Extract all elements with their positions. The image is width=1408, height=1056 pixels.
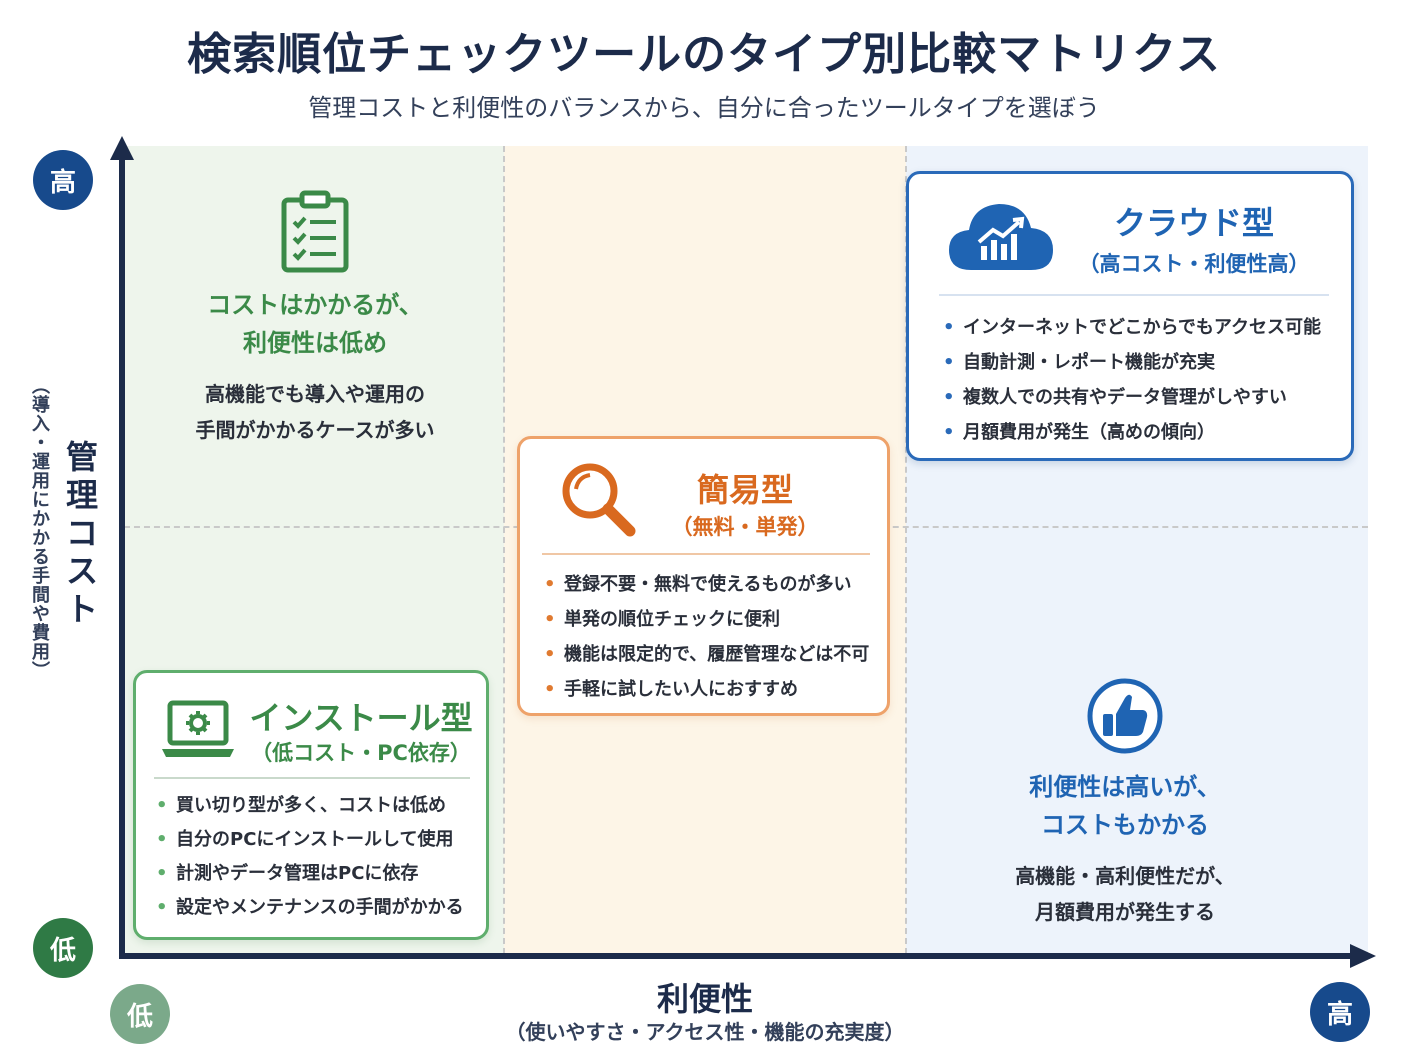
card-cloud-subtitle: （高コスト・利便性高）	[1078, 252, 1310, 276]
card-install-list: 買い切り型が多く、コストは低め 自分のPCにインストールして使用 計測やデータ管…	[154, 789, 464, 925]
divider-vertical-2	[905, 146, 907, 954]
y-axis-label-char: 管	[65, 438, 98, 476]
list-item: 計測やデータ管理はPCに依存	[154, 857, 464, 891]
y-axis-label-char: ト	[65, 590, 98, 628]
card-cloud: クラウド型 （高コスト・利便性高） インターネットでどこからでもアクセス可能 自…	[906, 171, 1354, 461]
card-simple-list: 登録不要・無料で使えるものが多い 単発の順位チェックに便利 機能は限定的で、履歴…	[542, 567, 869, 707]
list-item: 設定やメンテナンスの手間がかかる	[154, 891, 464, 925]
x-axis-arrow	[1350, 944, 1376, 968]
y-axis-arrow	[110, 136, 134, 160]
card-install-divider	[154, 777, 470, 779]
note-bottom-right-heading-line1: 利便性は高いが、	[1029, 773, 1221, 801]
note-bottom-right-heading-line2: コストもかかる	[1041, 811, 1209, 839]
y-axis-label-char: 理	[65, 476, 98, 514]
card-simple-title: 簡易型	[696, 471, 793, 509]
laptop-gear-icon	[162, 700, 234, 757]
x-axis-low-badge: 低	[110, 984, 170, 1044]
card-simple-subtitle: （無料・単発）	[671, 515, 819, 539]
divider-vertical-1	[503, 146, 505, 954]
card-cloud-title: クラウド型	[1113, 204, 1274, 242]
thumbs-up-icon	[1087, 678, 1163, 754]
card-simple: 簡易型 （無料・単発） 登録不要・無料で使えるものが多い 単発の順位チェックに便…	[517, 436, 890, 716]
list-item: 複数人での共有やデータ管理がしやすい	[941, 380, 1321, 415]
y-axis-sublabel: （導入・運用にかかる手間や費用）	[29, 376, 50, 680]
x-axis-line	[119, 953, 1351, 959]
card-install-title: インストール型	[249, 699, 473, 737]
x-axis-high-badge: 高	[1310, 982, 1370, 1042]
y-axis-line	[119, 158, 125, 958]
cloud-chart-icon	[949, 204, 1053, 270]
note-bottom-right-body: 高機能・高利便性だが、 月額費用が発生する	[960, 858, 1290, 930]
card-install: インストール型 （低コスト・PC依存） 買い切り型が多く、コストは低め 自分のP…	[133, 670, 489, 940]
note-top-left-heading-line2: 利便性は低め	[243, 329, 387, 357]
list-item: インターネットでどこからでもアクセス可能	[941, 310, 1321, 345]
note-bottom-right-heading: 利便性は高いが、 コストもかかる	[960, 768, 1290, 844]
card-install-subtitle: （低コスト・PC依存）	[251, 741, 471, 765]
x-axis-label: 利便性	[656, 980, 753, 1018]
list-item: 自分のPCにインストールして使用	[154, 823, 464, 857]
list-item: 月額費用が発生（高めの傾向）	[941, 415, 1321, 450]
note-top-left: コストはかかるが、 利便性は低め 高機能でも導入や運用の 手間がかかるケースが多…	[150, 190, 480, 448]
y-axis-label-text: 管理コスト	[62, 438, 102, 628]
y-axis-high-badge: 高	[33, 150, 93, 210]
note-top-left-heading: コストはかかるが、 利便性は低め	[150, 286, 480, 362]
list-item: 自動計測・レポート機能が充実	[941, 345, 1321, 380]
note-bottom-right: 利便性は高いが、 コストもかかる 高機能・高利便性だが、 月額費用が発生する	[960, 676, 1290, 930]
y-axis-label-char: ス	[65, 552, 98, 590]
note-top-left-body-line2: 手間がかかるケースが多い	[195, 418, 435, 442]
card-cloud-divider	[939, 294, 1329, 296]
card-simple-divider	[542, 553, 870, 555]
note-top-left-body-line1: 高機能でも導入や運用の	[205, 382, 425, 406]
list-item: 買い切り型が多く、コストは低め	[154, 789, 464, 823]
page-subtitle: 管理コストと利便性のバランスから、自分に合ったツールタイプを選ぼう	[308, 94, 1100, 122]
page-title: 検索順位チェックツールのタイプ別比較マトリクス	[187, 29, 1221, 80]
y-axis-label-char: コ	[65, 514, 98, 552]
list-item: 手軽に試したい人におすすめ	[542, 672, 869, 707]
note-bottom-right-body-line2: 月額費用が発生する	[1035, 900, 1215, 924]
y-axis-low-badge: 低	[33, 918, 93, 978]
list-item: 機能は限定的で、履歴管理などは不可	[542, 637, 869, 672]
y-axis-label: 管理コスト	[62, 438, 102, 628]
list-item: 単発の順位チェックに便利	[542, 602, 869, 637]
x-axis-sublabel: （使いやすさ・アクセス性・機能の充実度）	[505, 1020, 905, 1044]
list-item: 登録不要・無料で使えるものが多い	[542, 567, 869, 602]
note-bottom-right-body-line1: 高機能・高利便性だが、	[1015, 864, 1235, 888]
note-top-left-body: 高機能でも導入や運用の 手間がかかるケースが多い	[150, 376, 480, 448]
magnifier-icon	[562, 463, 636, 537]
card-cloud-list: インターネットでどこからでもアクセス可能 自動計測・レポート機能が充実 複数人で…	[941, 310, 1321, 450]
clipboard-checklist-icon	[281, 190, 349, 273]
note-top-left-heading-line1: コストはかかるが、	[207, 291, 423, 319]
